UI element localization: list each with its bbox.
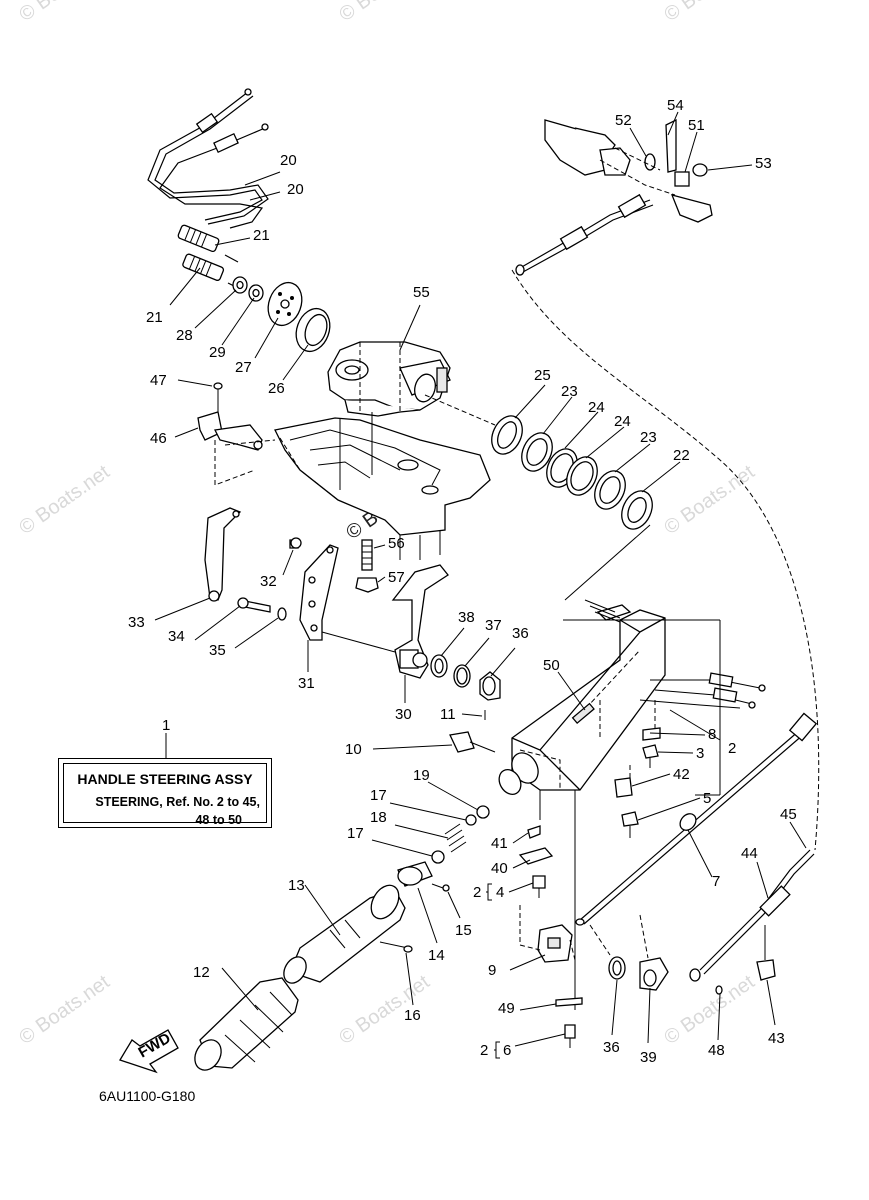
callout-48: 48	[708, 1042, 725, 1059]
callout-49: 49	[498, 1000, 515, 1017]
watermark-top-right: © Boats.net	[660, 0, 759, 26]
parts-46-47	[197, 382, 276, 486]
callout-43: 43	[768, 1030, 785, 1047]
callout-20b: 20	[287, 181, 304, 198]
callout-17b: 17	[347, 825, 364, 842]
callout-4: 4	[496, 884, 504, 901]
callout-54: 54	[667, 97, 684, 114]
parts-26-29	[232, 276, 331, 353]
control-cables	[147, 88, 269, 291]
fasteners	[449, 700, 661, 838]
callout-41: 41	[491, 835, 508, 852]
callout-16: 16	[404, 1007, 421, 1024]
parts-56-57	[355, 539, 379, 593]
parts-51-54	[515, 118, 713, 276]
callout-1: 1	[162, 717, 170, 734]
callout-53: 53	[755, 155, 772, 172]
label-box-inner: HANDLE STEERING ASSY STEERING, Ref. No. …	[63, 763, 267, 827]
callout-50: 50	[543, 657, 560, 674]
callout-40: 40	[491, 860, 508, 877]
callout-11: 11	[440, 706, 456, 723]
callout-52: 52	[615, 112, 632, 129]
callout-45: 45	[780, 806, 797, 823]
callout-42: 42	[673, 766, 690, 783]
bottom-cowling	[274, 417, 491, 560]
callout-23b: 23	[640, 429, 657, 446]
callout-7: 7	[712, 873, 720, 890]
callout-26: 26	[268, 380, 285, 397]
label-box-line1: STEERING, Ref. No. 2 to 45,	[95, 795, 260, 809]
callout-22: 22	[673, 447, 690, 464]
watermark-bottom-left: © Boats.net	[15, 971, 114, 1049]
callout-30: 30	[395, 706, 412, 723]
washers-22-25	[424, 394, 653, 601]
callout-35: 35	[209, 642, 226, 659]
callout-29: 29	[209, 344, 226, 361]
callout-5: 5	[703, 790, 711, 807]
callout-25: 25	[534, 367, 551, 384]
callout-23a: 23	[561, 383, 578, 400]
callout-47: 47	[150, 372, 167, 389]
long-cables	[511, 269, 820, 995]
callout-24a: 24	[588, 399, 605, 416]
callout-37: 37	[485, 617, 502, 634]
leader-lines	[154, 111, 807, 1047]
callout-24b: 24	[614, 413, 631, 430]
callout-numbers: 20 20 21 21 28 29 27 26 55 47 46 25 23 2…	[128, 97, 797, 1066]
callout-32: 32	[260, 573, 277, 590]
callout-21b: 21	[146, 309, 163, 326]
fwd-arrow: FWD	[119, 1029, 179, 1074]
label-box: HANDLE STEERING ASSY STEERING, Ref. No. …	[58, 758, 272, 828]
callout-19: 19	[413, 767, 430, 784]
callout-36b: 36	[603, 1039, 620, 1056]
watermark-mid-left: © Boats.net	[15, 461, 114, 539]
callout-55: 55	[413, 284, 430, 301]
callout-44: 44	[741, 845, 758, 862]
callout-20a: 20	[280, 152, 297, 169]
callout-33: 33	[128, 614, 145, 631]
callout-12: 12	[193, 964, 210, 981]
callout-57: 57	[388, 569, 405, 586]
callout-2b: 2	[473, 884, 481, 901]
washers-36-38	[430, 654, 501, 701]
callout-31: 31	[298, 675, 315, 692]
callout-28: 28	[176, 327, 193, 344]
callout-56: 56	[388, 535, 405, 552]
part-55-housing	[327, 341, 451, 490]
brackets-30-35	[204, 507, 449, 679]
callout-21a: 21	[253, 227, 270, 244]
watermark-top-center: © Boats.net	[335, 0, 434, 26]
label-box-title: HANDLE STEERING ASSY	[77, 771, 253, 787]
callout-15: 15	[455, 922, 472, 939]
watermark-top-left: © Boats.net	[15, 0, 114, 26]
callout-39: 39	[640, 1049, 657, 1066]
callout-38: 38	[458, 609, 475, 626]
callout-34: 34	[168, 628, 185, 645]
callout-51: 51	[688, 117, 705, 134]
lower-parts	[518, 825, 669, 1048]
callout-2c: 2	[480, 1042, 488, 1059]
callout-46: 46	[150, 430, 167, 447]
callout-36a: 36	[512, 625, 529, 642]
callout-14: 14	[428, 947, 445, 964]
callout-18: 18	[370, 809, 387, 826]
callout-13: 13	[288, 877, 305, 894]
part-50-handle-arm	[498, 599, 766, 1010]
callout-10: 10	[345, 741, 362, 758]
callout-17a: 17	[370, 787, 387, 804]
grip-parts-12-16	[194, 861, 450, 1071]
label-box-line2: 48 to 50	[195, 813, 242, 827]
callout-9: 9	[488, 962, 496, 979]
callout-2a: 2	[728, 740, 736, 757]
watermark-bottom-right: © Boats.net	[660, 971, 759, 1049]
callout-8: 8	[708, 726, 716, 743]
callout-27: 27	[235, 359, 252, 376]
drawing-code: 6AU1100-G180	[99, 1088, 196, 1104]
callout-6: 6	[503, 1042, 511, 1059]
watermark-mid-right: © Boats.net	[660, 461, 759, 539]
callout-3: 3	[696, 745, 704, 762]
